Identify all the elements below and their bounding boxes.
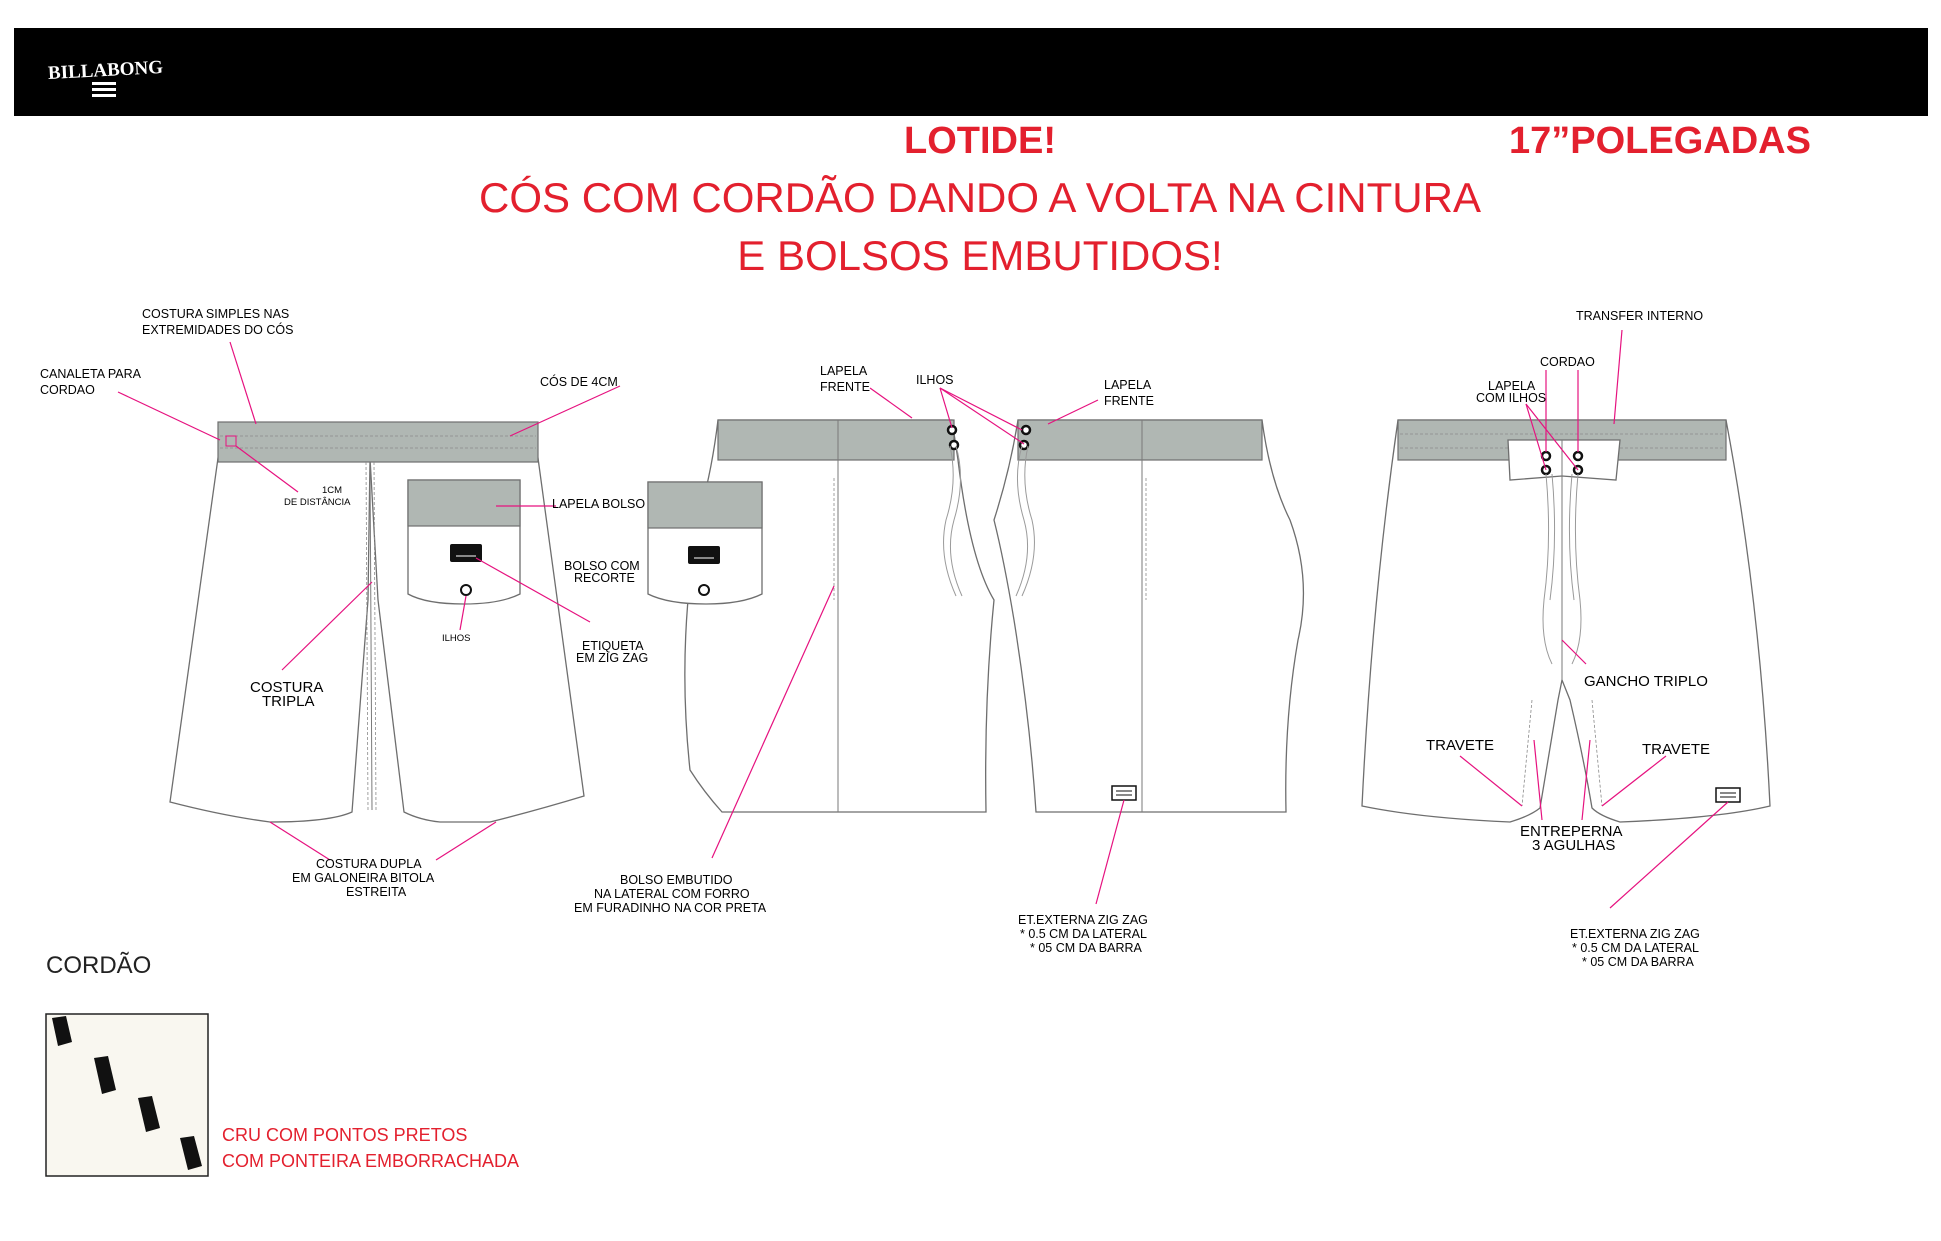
label-bolso-recorte-1: BOLSO COM [564, 559, 640, 573]
label-et-externa-front-3: * 05 CM DA BARRA [1582, 955, 1695, 969]
label-ilhos-back: ILHOS [442, 633, 471, 644]
cord-swatch [45, 1013, 209, 1177]
label-costura-dupla-2: EM GALONEIRA BITOLA [292, 871, 435, 885]
label-costura-tripla-1: COSTURA [250, 679, 323, 696]
label-transfer-interno: TRANSFER INTERNO [1576, 309, 1703, 323]
front-eyelet-right [1572, 450, 1584, 462]
label-etiqueta-2: EM ZIG ZAG [576, 651, 648, 665]
label-bolso-embutido-1: BOLSO EMBUTIDO [620, 873, 733, 887]
label-canaleta-2: CORDAO [40, 383, 95, 397]
label-et-externa-front-1: ET.EXTERNA ZIG ZAG [1570, 927, 1700, 941]
brand-logo: BILLABONG [47, 57, 164, 97]
title-model-name: LOTIDE! [904, 120, 1056, 162]
label-bolso-recorte-2: RECORTE [574, 571, 635, 585]
label-entreperna-2: 3 AGULHAS [1532, 837, 1615, 854]
side-view-right [993, 419, 1305, 813]
cord-note: CRU COM PONTOS PRETOS COM PONTEIRA EMBOR… [222, 1122, 519, 1174]
label-lapela-frente-left-1: LAPELA [820, 364, 868, 378]
back-pocket-label [450, 544, 482, 562]
front-view-shorts [1361, 419, 1771, 823]
label-et-externa-front-2: * 0.5 CM DA LATERAL [1572, 941, 1699, 955]
label-travete-right: TRAVETE [1642, 741, 1710, 758]
label-lapela-ilhos-1: LAPELA [1488, 379, 1536, 393]
label-etiqueta-1: ETIQUETA [582, 639, 644, 653]
label-bolso-embutido-3: EM FURADINHO NA COR PRETA [574, 901, 767, 915]
front-fly-flap [1507, 439, 1621, 481]
label-canaleta-1: CANALETA PARA [40, 367, 142, 381]
label-lapela-bolso: LAPELA BOLSO [552, 497, 645, 511]
label-lapela-ilhos-2: COM ILHOS [1476, 391, 1546, 405]
label-entreperna-1: ENTREPERNA [1520, 823, 1623, 840]
label-travete-left: TRAVETE [1426, 737, 1494, 754]
header-bar [14, 28, 1928, 116]
back-waistband [217, 421, 539, 463]
label-et-externa-side-3: * 05 CM DA BARRA [1030, 941, 1143, 955]
label-costura-simples-2: EXTREMIDADES DO CÓS [142, 322, 293, 337]
side-view-left [684, 419, 995, 813]
cord-channel-marker [225, 435, 237, 447]
side-view-pocket-detail [647, 481, 763, 605]
title-line-3: E BOLSOS EMBUTIDOS! [737, 232, 1223, 279]
label-1cm: 1CM [322, 485, 342, 496]
label-costura-dupla-3: ESTREITA [346, 885, 407, 899]
label-costura-tripla-2: TRIPLA [262, 693, 315, 710]
label-de-distancia: DE DISTÂNCIA [284, 497, 351, 508]
label-gancho-triplo: GANCHO TRIPLO [1584, 673, 1708, 690]
title-length: 17”POLEGADAS [1509, 120, 1811, 162]
cord-note-line-2: COM PONTEIRA EMBORRACHADA [222, 1151, 520, 1171]
label-cos-4cm: CÓS DE 4CM [540, 374, 618, 389]
label-ilhos-side: ILHOS [916, 373, 954, 387]
side-external-label [1111, 785, 1137, 801]
label-bolso-embutido-2: NA LATERAL COM FORRO [594, 887, 750, 901]
label-et-externa-side-2: * 0.5 CM DA LATERAL [1020, 927, 1147, 941]
label-cordao-front: CORDAO [1540, 355, 1595, 369]
side-left-waistband [717, 419, 955, 461]
cord-label: CORDÃO [46, 952, 152, 979]
back-eyelet [460, 584, 472, 596]
front-external-label [1715, 787, 1741, 803]
label-lapela-frente-left-2: FRENTE [820, 380, 870, 394]
back-view-shorts [169, 421, 585, 823]
label-et-externa-side-1: ET.EXTERNA ZIG ZAG [1018, 913, 1148, 927]
back-pocket-flap [407, 479, 521, 527]
cord-note-line-1: CRU COM PONTOS PRETOS [222, 1125, 468, 1145]
title-line-2: CÓS COM CORDÃO DANDO A VOLTA NA CINTURA [479, 174, 1481, 221]
label-lapela-frente-right-2: FRENTE [1104, 394, 1154, 408]
label-costura-simples-1: COSTURA SIMPLES NAS [142, 307, 289, 321]
label-lapela-frente-right-1: LAPELA [1104, 378, 1152, 392]
side-right-waistband [1017, 419, 1263, 461]
label-costura-dupla-1: COSTURA DUPLA [316, 857, 422, 871]
